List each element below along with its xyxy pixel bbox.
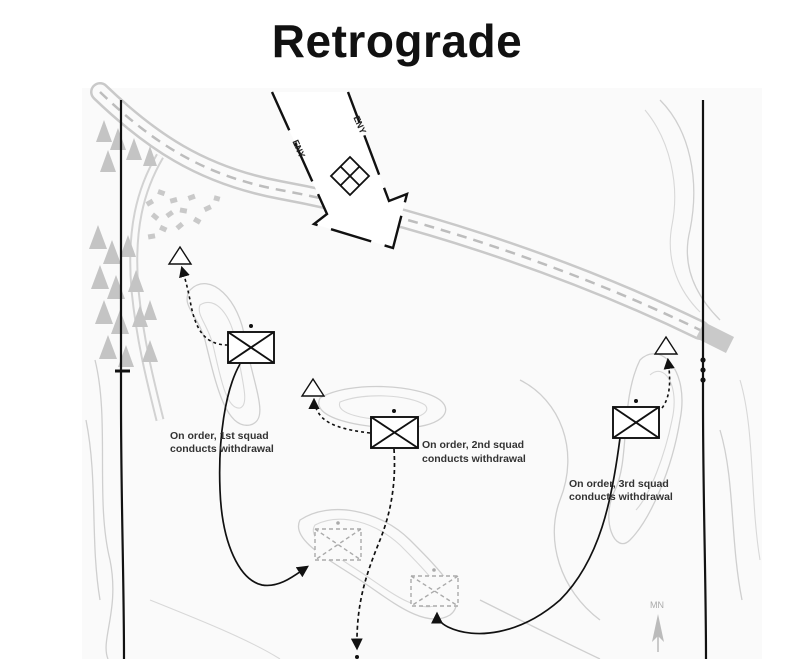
route-squad-3 — [431, 437, 621, 635]
op-link-lines — [179, 265, 675, 434]
boundary-lines — [115, 100, 708, 659]
route-squad-1 — [218, 363, 309, 587]
squad-1-symbol — [227, 324, 275, 364]
op-triangle-3 — [653, 335, 679, 355]
squad-3-label-line1: On order, 3rd squad — [569, 478, 669, 490]
observation-posts — [167, 245, 679, 397]
terrain-contours — [85, 99, 761, 659]
squad-2-symbol — [370, 409, 419, 449]
ghost-position-2 — [410, 568, 459, 607]
squad-1-label-line2: conducts withdrawal — [170, 443, 274, 455]
squad-3-symbol — [612, 399, 660, 439]
squad-1-label-line1: On order, 1st squad — [170, 430, 269, 442]
route-squad-2 — [350, 448, 396, 651]
squad-2-label-line2: conducts withdrawal — [422, 453, 526, 465]
enemy-unit-symbol — [329, 155, 371, 197]
north-arrow: MN — [650, 600, 664, 652]
page-title: Retrograde — [271, 15, 523, 67]
north-arrow-label: MN — [650, 600, 664, 610]
map-background — [82, 88, 762, 659]
squad-2-label-line1: On order, 2nd squad — [422, 439, 524, 451]
op-triangle-1 — [167, 245, 193, 265]
withdrawal-routes — [218, 363, 621, 651]
buildings — [145, 189, 221, 240]
squad-3-label-line2: conducts withdrawal — [569, 491, 673, 503]
ghost-position-1 — [314, 521, 362, 561]
op-triangle-2 — [300, 377, 326, 397]
